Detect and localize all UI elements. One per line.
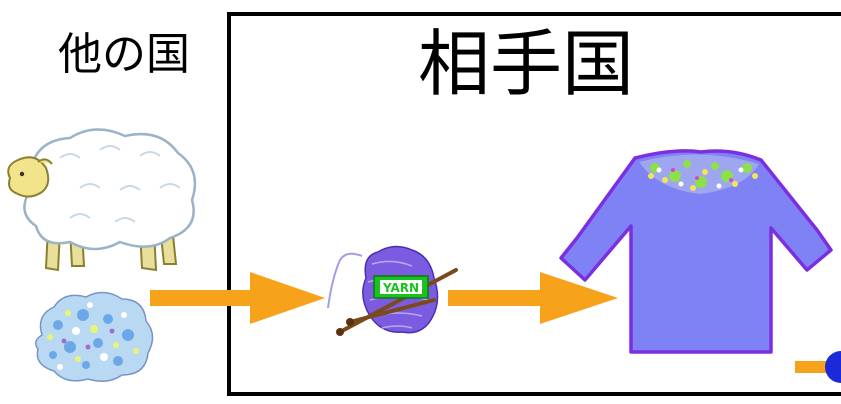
- arrow-right-icon: [448, 272, 618, 324]
- partner-country-label: 相手国: [418, 22, 635, 106]
- wool-clump-icon: [35, 291, 154, 382]
- other-country-label: 他の国: [58, 29, 190, 80]
- sheep-icon: [7, 128, 197, 272]
- partial-arrow-icon: [795, 351, 841, 383]
- arrow-right-icon: [150, 272, 325, 324]
- yarn-tag-label: YARN: [382, 281, 419, 295]
- sweater-icon: [559, 149, 833, 354]
- partner-country-box: [227, 12, 841, 396]
- yarn-ball-icon: YARN: [327, 245, 458, 336]
